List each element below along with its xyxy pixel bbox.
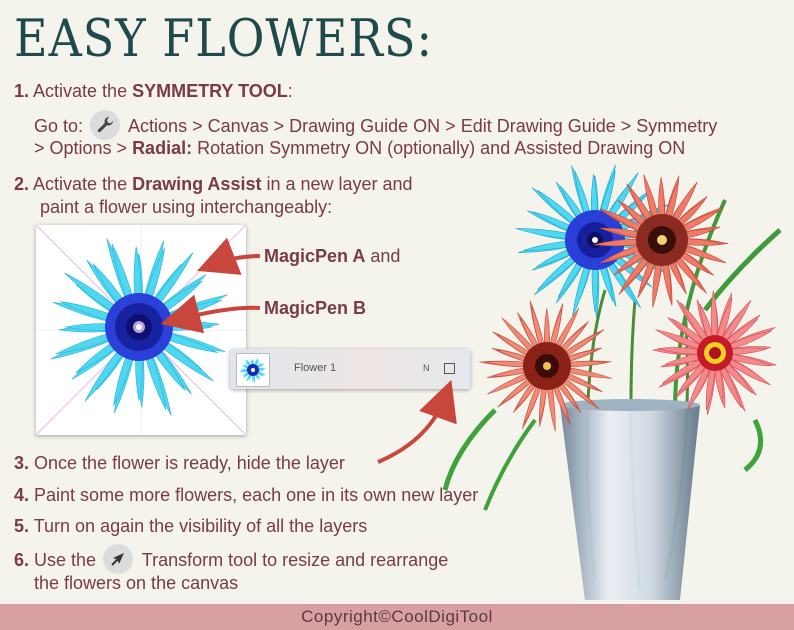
step-1-path-line-1: Go to: Actions > Canvas > Drawing Guide … [34,110,718,142]
step-text: Actions > Canvas > Drawing Guide ON > Ed… [124,115,718,136]
magicpen-a-suffix: and [365,246,401,266]
step-text: Paint some more flowers, each one in its… [34,485,479,505]
step-number: 2. [14,174,30,194]
step-bold: Drawing Assist [132,174,262,194]
step-number: 5. [14,516,30,536]
step-text: Turn on again the visibility of all the … [33,516,368,536]
step-text: Go to: [34,115,89,136]
example-flower-image [35,224,247,436]
step-bold: Radial: [132,138,193,158]
step-1-path-line-2: > Options > Radial: Rotation Symmetry ON… [34,137,685,160]
step-number: 1. [14,81,30,101]
step-text: Use the [34,549,102,570]
cyan-flower [515,164,673,319]
visibility-checkbox[interactable] [444,363,455,374]
step-text: Transform tool to resize and rearrange [137,549,449,570]
magicpen-a-name: MagicPen A [264,246,366,266]
magicpen-b-name: MagicPen B [264,298,367,318]
bouquet-illustration [442,164,782,600]
coral-flower-top [594,174,729,308]
step-6-line-2: the flowers on the canvas [34,573,239,593]
layer-thumbnail [236,353,270,387]
step-text: > Options > [34,138,133,158]
step-2: 2. Activate the Drawing Assist in a new … [14,173,413,195]
copyright-footer: Copyright©CoolDigiTool [0,604,794,630]
layer-name: Flower 1 [294,362,337,374]
page-title: EASY FLOWERS: [14,8,433,69]
vase [560,405,700,600]
step-1: 1. Activate the SYMMETRY TOOL: [14,80,293,102]
step-text: Activate the [33,81,133,101]
arrow-cursor-icon [103,544,134,574]
step-number: 4. [14,485,30,505]
magicpen-a-label: MagicPen A and [264,246,400,267]
step-text: Activate the [33,174,133,194]
blend-mode-label[interactable]: N [423,363,430,373]
step-text: : [287,81,293,101]
step-6: 6. Use the Transform tool to resize and … [14,544,449,576]
step-4: 4. Paint some more flowers, each one in … [14,484,478,506]
step-bold: SYMMETRY TOOL [132,81,288,101]
step-text: in a new layer and [261,174,413,194]
step-text: Once the flower is ready, hide the layer [34,453,345,473]
pink-flower [652,290,777,416]
step-2-line-2: paint a flower using interchangeably: [40,197,333,217]
step-3: 3. Once the flower is ready, hide the la… [14,452,345,474]
step-text: Rotation Symmetry ON (optionally) and As… [192,138,686,158]
step-number: 6. [14,549,30,570]
step-number: 3. [14,453,30,473]
magicpen-b-label: MagicPen B [264,298,366,319]
wrench-icon [90,110,121,140]
step-5: 5. Turn on again the visibility of all t… [14,515,367,537]
coral-flower-bottom [479,300,612,432]
